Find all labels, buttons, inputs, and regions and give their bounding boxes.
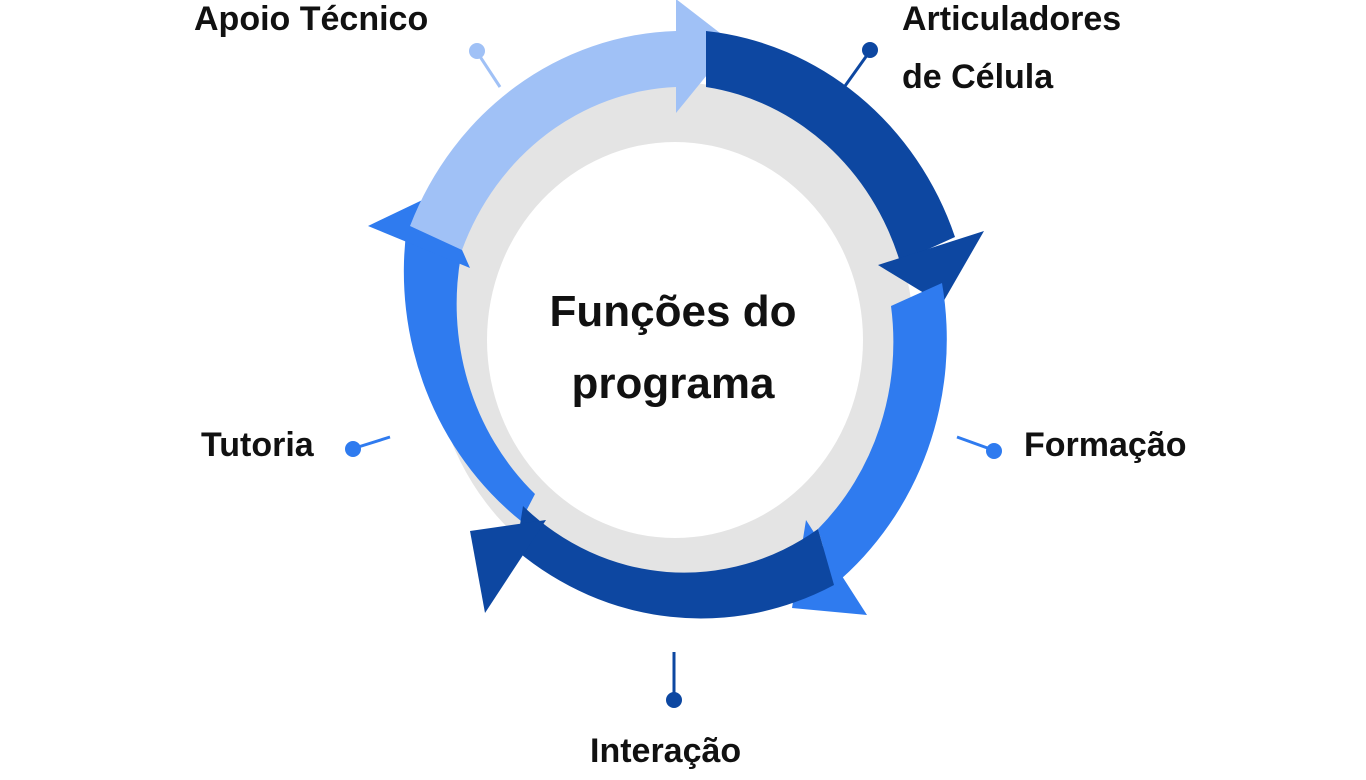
center-disk (487, 142, 863, 538)
center-title: Funções do programa (503, 276, 843, 420)
label-formacao: Formação (1024, 416, 1187, 474)
center-title-line-2: programa (571, 359, 775, 408)
pin-interacao (666, 652, 682, 708)
arrow-interacao (470, 506, 834, 619)
arrow-articuladores (706, 31, 984, 304)
label-articuladores-line-1: Articuladores (902, 0, 1122, 38)
arrow-apoio (410, 0, 733, 250)
pin-tutoria (345, 435, 391, 457)
label-apoio-line-1: Apoio Técnico (194, 0, 429, 38)
label-apoio: Apoio Técnico (194, 0, 428, 48)
label-formacao-line-1: Formação (1024, 426, 1187, 464)
center-title-line-1: Funções do (549, 287, 797, 336)
pin-apoio (469, 43, 502, 88)
pin-articuladores (843, 42, 878, 87)
pin-formacao (956, 435, 1002, 459)
label-articuladores-line-2: de Célula (902, 58, 1054, 96)
label-articuladores: Articuladores de Célula (902, 0, 1121, 106)
label-tutoria: Tutoria (201, 416, 314, 474)
label-interacao: Interação (590, 722, 741, 780)
label-interacao-line-1: Interação (590, 732, 742, 770)
label-tutoria-line-1: Tutoria (201, 426, 314, 464)
